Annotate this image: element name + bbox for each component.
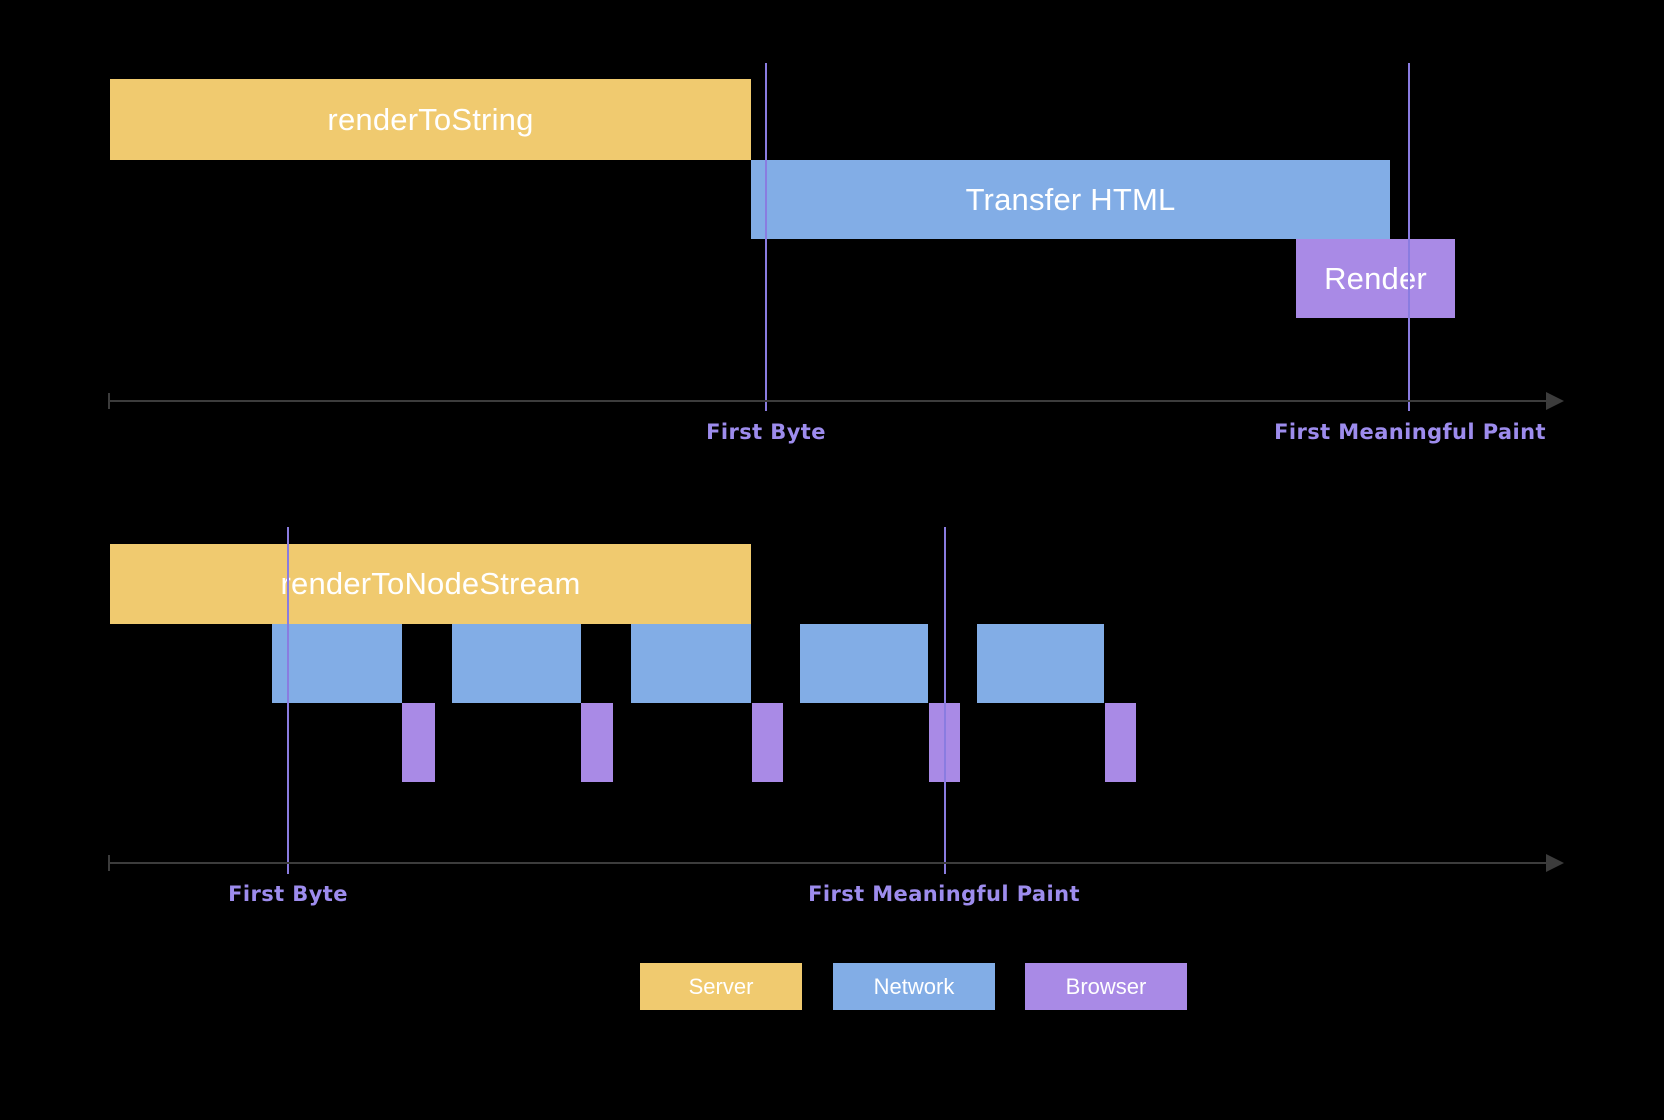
axis-arrow-bottom — [1546, 854, 1564, 872]
bar-label-render: Render — [1324, 260, 1427, 296]
marker-label-first-byte-top: First Byte — [706, 420, 826, 444]
marker-line-first-meaningful-paint-bottom — [944, 527, 946, 874]
legend-label-browser: Browser — [1065, 973, 1147, 999]
legend-label-server: Server — [688, 973, 754, 999]
marker-label-first-byte-bottom: First Byte — [228, 882, 348, 906]
bar-label-transfer-html: Transfer HTML — [965, 181, 1176, 217]
marker-line-first-meaningful-paint-top — [1408, 63, 1410, 411]
bar-browser-chunk-3 — [752, 703, 783, 782]
bar-browser-chunk-1 — [402, 703, 435, 782]
bar-browser-chunk-5 — [1105, 703, 1136, 782]
bar-server-render-to-string: renderToString — [110, 79, 751, 160]
marker-label-first-meaningful-paint-top: First Meaningful Paint — [1274, 420, 1546, 444]
bar-network-chunk-5 — [977, 624, 1104, 703]
marker-label-first-meaningful-paint-bottom: First Meaningful Paint — [808, 882, 1080, 906]
bar-network-chunk-1 — [272, 624, 402, 703]
axis-line-top — [108, 400, 1549, 402]
bar-browser-chunk-2 — [581, 703, 613, 782]
bar-network-chunk-3 — [631, 624, 751, 703]
legend-item-browser: Browser — [1025, 963, 1187, 1010]
legend-item-server: Server — [640, 963, 802, 1010]
bar-network-transfer-html: Transfer HTML — [751, 160, 1390, 239]
axis-arrow-top — [1546, 392, 1564, 410]
legend-item-network: Network — [833, 963, 995, 1010]
bar-network-chunk-2 — [452, 624, 581, 703]
marker-line-first-byte-bottom — [287, 527, 289, 874]
bar-label-render-to-string: renderToString — [327, 101, 534, 137]
bar-label-render-to-node-stream: renderToNodeStream — [280, 566, 581, 601]
bar-browser-render: Render — [1296, 239, 1455, 318]
bar-network-chunk-4 — [800, 624, 928, 703]
bar-server-render-to-node-stream: renderToNodeStream — [110, 544, 751, 624]
axis-line-bottom — [108, 862, 1549, 864]
legend-label-network: Network — [873, 973, 955, 999]
marker-line-first-byte-top — [765, 63, 767, 411]
